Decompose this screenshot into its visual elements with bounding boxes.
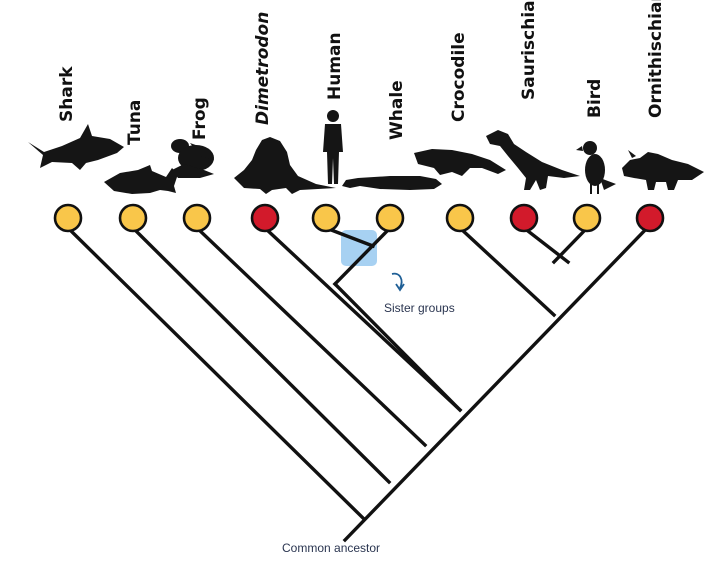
dimetrodon-icon [234,137,336,194]
branch-human [323,225,376,249]
node-shark [53,203,83,233]
node-dimetrodon [250,203,280,233]
node-ornithischian [635,203,665,233]
taxon-label-saurischian: Saurischian [519,0,539,100]
taxon-label-shark: Shark [57,66,77,122]
shark-icon [28,124,124,170]
node-frog [182,203,212,233]
sister-groups-arrowhead-icon [395,283,405,292]
taxon-label-dimetrodon: Dimetrodon [253,12,273,125]
branch-whale [332,225,393,287]
bird-icon [576,141,616,194]
trait-nodes [53,203,665,233]
node-tuna [118,203,148,233]
whale-icon [342,176,442,190]
branch-crocodile [457,225,557,318]
taxon-label-ornithischian: Ornithischian [646,0,666,118]
common-ancestor-label: Common ancestor [282,541,380,555]
frog-icon [171,139,214,178]
branch-ornithischian-spine [342,222,653,543]
node-human [311,203,341,233]
tree-branches [65,222,653,543]
branch-tuna [130,225,392,485]
taxon-label-crocodile: Crocodile [449,32,469,122]
branch-bird [551,225,590,265]
tuna-icon [104,165,178,194]
taxon-label-bird: Bird [585,79,605,118]
taxon-label-frog: Frog [190,97,210,140]
sister-groups-arrow-icon [391,272,403,289]
human-icon [323,110,343,184]
sister-groups-label: Sister groups [384,301,455,315]
branch-shark [65,225,367,522]
branch-mammals-stem [332,281,463,413]
node-crocodile [445,203,475,233]
branch-frog [194,225,428,448]
crocodile-icon [414,149,506,176]
node-whale [375,203,405,233]
saurischian-icon [486,130,580,190]
taxon-label-tuna: Tuna [125,100,145,145]
taxon-label-whale: Whale [387,80,407,140]
node-saurischian [509,203,539,233]
node-bird [572,203,602,233]
branch-dimetrodon [262,225,463,413]
ornithischian-icon [622,150,704,190]
branch-saurischian [521,225,571,265]
taxon-label-human: Human [325,32,345,100]
